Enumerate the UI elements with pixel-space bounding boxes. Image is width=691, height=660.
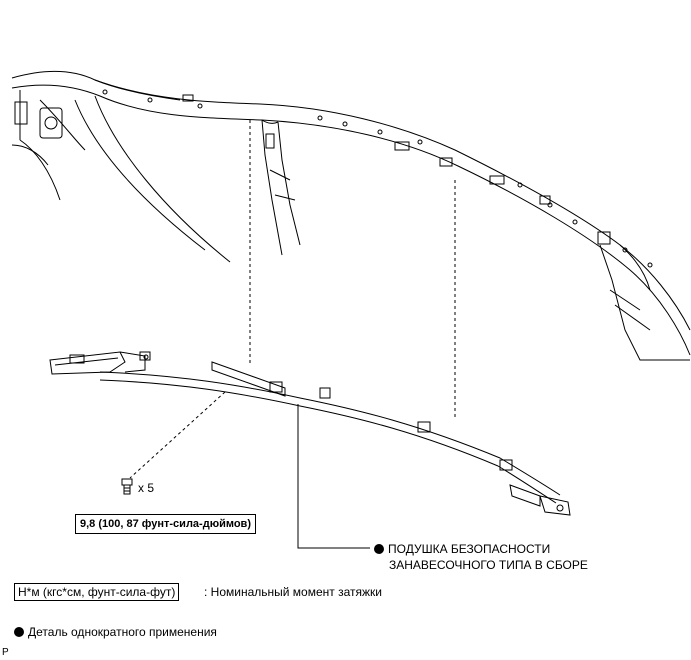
legend-torque-units: Н*м (кгс*см, фунт-сила-фут) bbox=[14, 583, 180, 601]
roof-side-rail bbox=[11, 71, 691, 361]
single-use-dot-icon bbox=[374, 544, 384, 554]
part-label-line2: ЗАНАВЕСОЧНОГО ТИПА В СБОРЕ bbox=[389, 558, 588, 572]
part-leader-line bbox=[297, 404, 370, 549]
torque-value-box: 9,8 (100, 87 фунт-сила-дюймов) bbox=[75, 514, 256, 534]
corner-mark: P bbox=[2, 647, 9, 658]
part-label: ПОДУШКА БЕЗОПАСНОСТИ bbox=[374, 542, 550, 556]
legend-single-use-text: Деталь однократного применения bbox=[28, 625, 217, 639]
bolt-count: x 5 bbox=[138, 481, 155, 495]
legend-single-use: Деталь однократного применения bbox=[14, 625, 217, 639]
bolt-icon bbox=[121, 478, 133, 495]
part-label-line1: ПОДУШКА БЕЗОПАСНОСТИ bbox=[388, 542, 551, 556]
legend-torque-desc: : Номинальный момент затяжки bbox=[204, 585, 382, 599]
curtain-airbag-assembly bbox=[49, 351, 571, 516]
single-use-legend-dot-icon bbox=[14, 627, 24, 637]
alignment-dashes bbox=[129, 120, 456, 479]
